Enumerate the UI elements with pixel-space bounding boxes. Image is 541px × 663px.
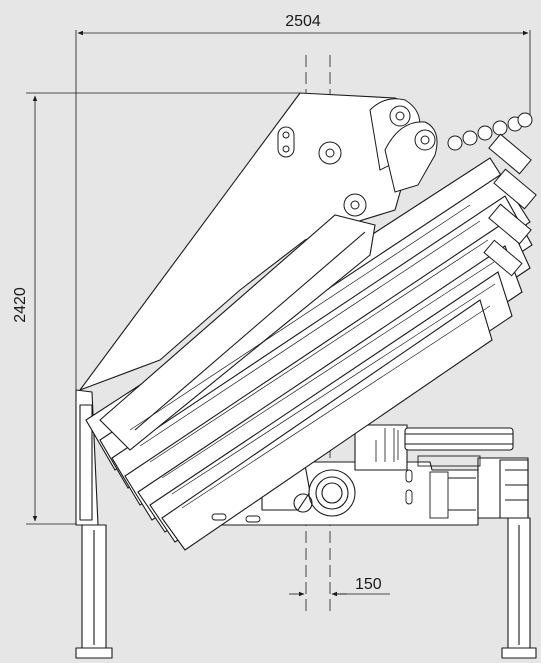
column-pivot	[318, 141, 342, 165]
width-dimension-label: 2504	[285, 13, 321, 30]
height-dimension-label: 2420	[12, 287, 29, 323]
boom-strips	[129, 204, 496, 509]
boom-pivot-2	[414, 129, 436, 151]
offset-dimension-label: 150	[355, 576, 382, 593]
boom-pivot-1	[389, 105, 411, 127]
slewing-cylinder	[354, 424, 408, 471]
boom-head-links	[369, 98, 537, 277]
boom-head-ribbing	[375, 428, 399, 462]
lower-pivot	[343, 193, 367, 217]
column-details	[277, 126, 367, 217]
column-slot	[277, 126, 295, 158]
slewing-ring	[293, 469, 356, 517]
base-frame-details	[211, 455, 481, 523]
boom-section-7	[161, 299, 493, 551]
width-dimension	[75, 30, 531, 390]
inner-boom	[99, 214, 376, 451]
